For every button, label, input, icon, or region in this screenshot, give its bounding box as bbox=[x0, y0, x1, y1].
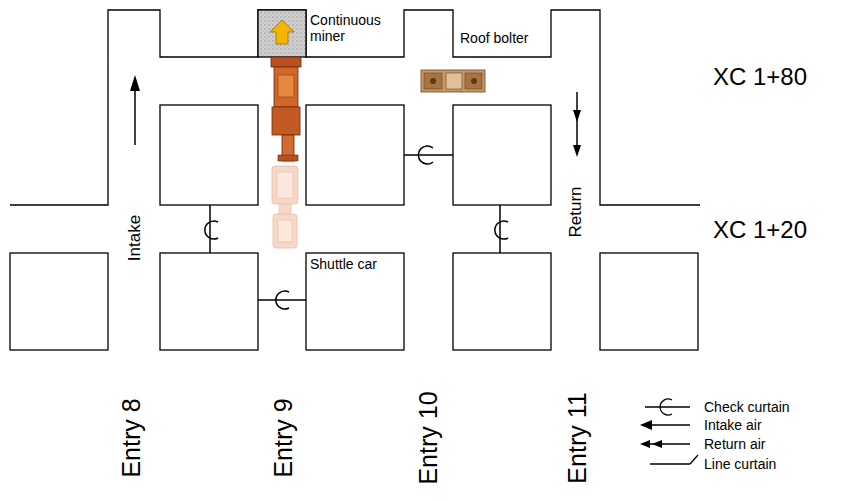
airway-label: Intake bbox=[125, 215, 145, 261]
entry-label: Entry 8 bbox=[117, 398, 146, 477]
legend-text: Check curtain bbox=[704, 399, 790, 415]
machine-label: Continuous miner bbox=[310, 12, 390, 44]
crosscut-label: XC 1+80 bbox=[713, 63, 807, 91]
entry-label: Entry 9 bbox=[269, 398, 298, 477]
entry-label: Entry 11 bbox=[563, 392, 592, 483]
machine-label: Roof bolter bbox=[460, 30, 528, 46]
cut-face bbox=[258, 10, 306, 57]
continuous-miner bbox=[271, 57, 301, 161]
machine-label: Shuttle car bbox=[310, 256, 380, 272]
legend-text: Return air bbox=[704, 436, 765, 452]
return-arrow bbox=[573, 92, 581, 157]
check-curtains bbox=[205, 146, 508, 309]
intake-arrow bbox=[130, 75, 140, 145]
advance-arrow bbox=[270, 20, 294, 44]
legend-symbols bbox=[640, 399, 698, 464]
legend-text: Intake air bbox=[704, 417, 762, 433]
legend-text: Line curtain bbox=[704, 456, 776, 472]
shuttle-car bbox=[272, 166, 298, 248]
roof-bolter bbox=[421, 70, 485, 92]
crosscut-label: XC 1+20 bbox=[713, 216, 807, 244]
airway-label: Return bbox=[566, 186, 586, 237]
entry-walls bbox=[10, 10, 700, 350]
entry-label: Entry 10 bbox=[414, 391, 443, 484]
